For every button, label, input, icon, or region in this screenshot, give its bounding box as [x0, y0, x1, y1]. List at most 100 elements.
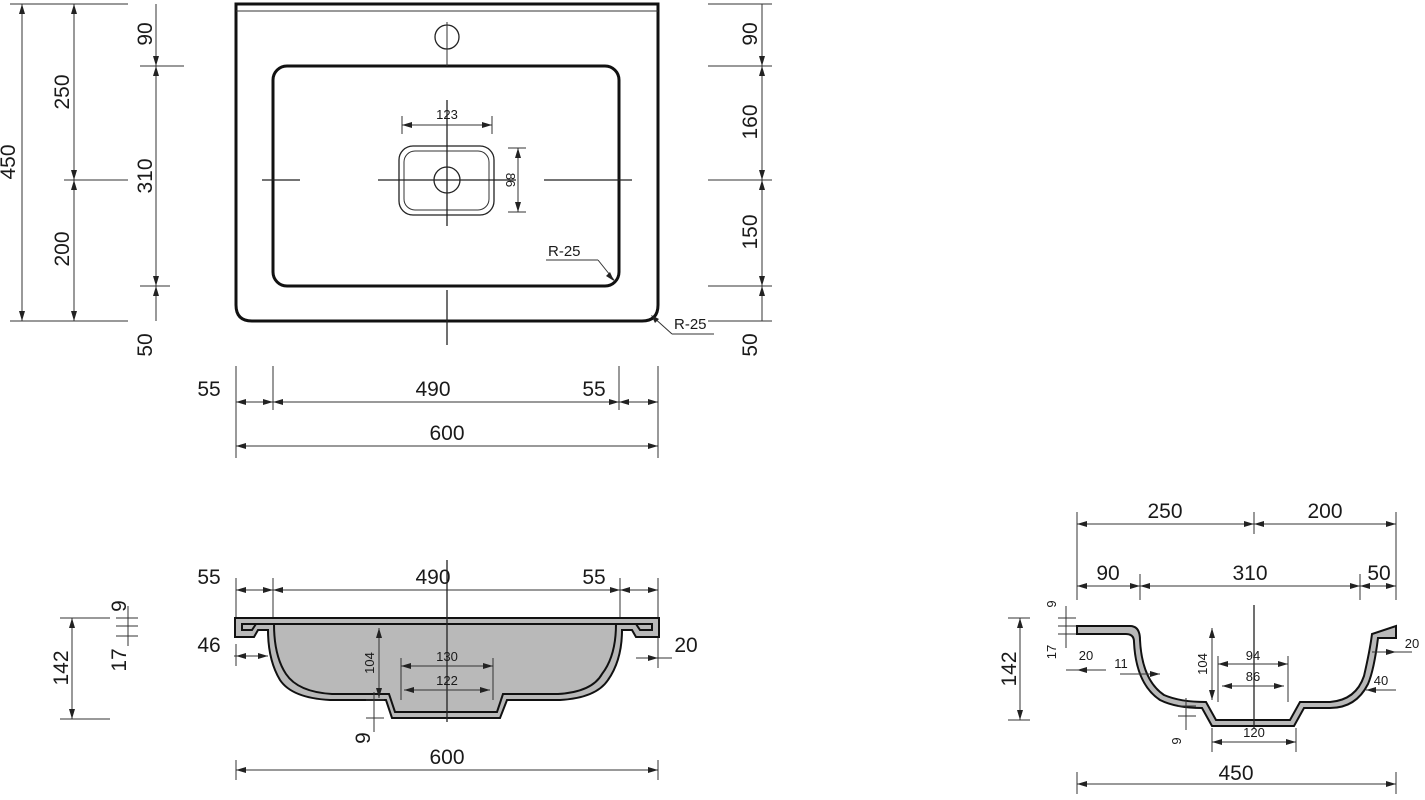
ss-arrow-b3 — [1140, 583, 1150, 589]
basin-outline — [271, 64, 621, 288]
fs-bottom-9-label: 9 — [352, 732, 375, 744]
arrow-490-r — [609, 399, 619, 405]
arrow-90-left-t — [153, 56, 159, 66]
ss-arrow-94-l — [1218, 661, 1228, 667]
arrow-50-left — [153, 286, 159, 296]
arrow-right-150-b — [759, 276, 765, 286]
ss-arrow-b1 — [1077, 583, 1087, 589]
arrow-55b-l — [619, 399, 629, 405]
ss-17-label: 17 — [1044, 645, 1059, 659]
fs-55-left-label: 55 — [197, 566, 220, 589]
arrow-55a-r — [263, 399, 273, 405]
arrow-200-b — [71, 311, 77, 321]
fs-arrow-1 — [236, 587, 246, 593]
ss-20-left-label: 20 — [1079, 648, 1093, 663]
drain-height-label: 86 — [503, 173, 518, 187]
ss-arrow-104-b — [1209, 690, 1215, 700]
arrow-200-t — [71, 180, 77, 190]
top-view: 123 86 R-25 R-25 450 250 200 — [0, 2, 772, 458]
fs-arrow-130-l — [401, 663, 411, 669]
fs-arrow-2 — [263, 587, 273, 593]
ss-arrow-94-r — [1278, 661, 1288, 667]
fs-arrow-46-l — [236, 653, 246, 659]
fs-drain-122-label: 122 — [436, 673, 458, 688]
ss-arrow-11 — [1150, 671, 1160, 677]
outer-radius-label: R-25 — [674, 316, 707, 333]
fs-height-142-label: 142 — [50, 650, 73, 685]
arrow-490-l — [273, 399, 283, 405]
arrow-600-r — [648, 443, 658, 449]
bottom-55-left-label: 55 — [197, 378, 220, 401]
arrow-86-b — [515, 202, 521, 212]
ss-arrow-t4 — [1386, 521, 1396, 527]
ss-arrow-142-b — [1017, 710, 1023, 720]
fs-arrow-600-l — [236, 767, 246, 773]
lower-200-label: 200 — [51, 231, 74, 266]
arrow-right-150-t — [759, 180, 765, 190]
arrow-123-l — [402, 122, 412, 128]
ss-9-label: 9 — [1044, 600, 1059, 607]
arrow-250-t — [71, 4, 77, 14]
fs-arrow-5 — [620, 587, 630, 593]
fs-arrow-6 — [648, 587, 658, 593]
fs-17-label: 17 — [108, 648, 131, 671]
fs-depth-104-label: 104 — [362, 652, 377, 674]
top-margin-90-label: 90 — [134, 22, 157, 45]
ss-total-450-label: 450 — [1218, 762, 1253, 785]
ss-arrow-86-l — [1222, 683, 1232, 689]
arrow-right-90 — [759, 56, 765, 66]
ss-depth-104-label: 104 — [1195, 653, 1210, 675]
ss-200-label: 200 — [1307, 500, 1342, 523]
fs-arrow-600-r — [648, 767, 658, 773]
drain-width-label: 123 — [436, 107, 458, 122]
inner-radius-label: R-25 — [548, 243, 581, 260]
fs-arrow-104-t — [376, 628, 382, 638]
arrow-right-160-t — [759, 66, 765, 76]
ss-11-label: 11 — [1114, 656, 1128, 671]
right-90-label: 90 — [739, 22, 762, 45]
arrow-310-b — [153, 276, 159, 286]
ss-310-label: 310 — [1232, 562, 1267, 585]
ss-arrow-120-r — [1286, 739, 1296, 745]
ss-250-label: 250 — [1147, 500, 1182, 523]
arrow-right-160-b — [759, 170, 765, 180]
fs-arrow-142-t — [69, 618, 75, 628]
right-50-label: 50 — [739, 333, 762, 356]
ss-arrow-b6 — [1386, 583, 1396, 589]
ss-arrow-86-r — [1274, 683, 1284, 689]
fs-arrow-122-l — [404, 687, 414, 693]
arrow-450-b — [19, 311, 25, 321]
total-600-label: 600 — [429, 422, 464, 445]
right-160-label: 160 — [739, 104, 762, 139]
fs-55-right-label: 55 — [582, 566, 605, 589]
inner-radius-arrow — [606, 272, 614, 281]
arrow-450-t — [19, 4, 25, 14]
upper-250-label: 250 — [51, 74, 74, 109]
outer-radius-arrow — [651, 315, 659, 323]
arrow-600-l — [236, 443, 246, 449]
ss-height-142-label: 142 — [998, 651, 1021, 686]
arrow-55a-l — [236, 399, 246, 405]
ss-arrow-20-right — [1386, 649, 1396, 655]
ss-drain-94-label: 94 — [1246, 648, 1260, 663]
fs-arrow-142-b — [69, 709, 75, 719]
fs-20-label: 20 — [674, 634, 697, 657]
ss-arrow-b5 — [1360, 583, 1370, 589]
arrow-250-b — [71, 170, 77, 180]
fs-490-label: 490 — [415, 566, 450, 589]
arrow-55b-r — [648, 399, 658, 405]
fs-drain-130-label: 130 — [436, 649, 458, 664]
ss-bottom-9-label: 9 — [1169, 737, 1184, 744]
ss-50-label: 50 — [1367, 562, 1390, 585]
bottom-490-label: 490 — [415, 378, 450, 401]
arrow-right-50 — [759, 286, 765, 296]
top-view-outline — [234, 2, 660, 323]
bottom-55-right-label: 55 — [582, 378, 605, 401]
fs-arrow-4 — [610, 587, 620, 593]
ss-arrow-t1 — [1077, 521, 1087, 527]
ss-arrow-450-r — [1386, 781, 1396, 787]
bowl-310-label: 310 — [134, 158, 157, 193]
fs-arrow-3 — [273, 587, 283, 593]
right-150-label: 150 — [739, 214, 762, 249]
